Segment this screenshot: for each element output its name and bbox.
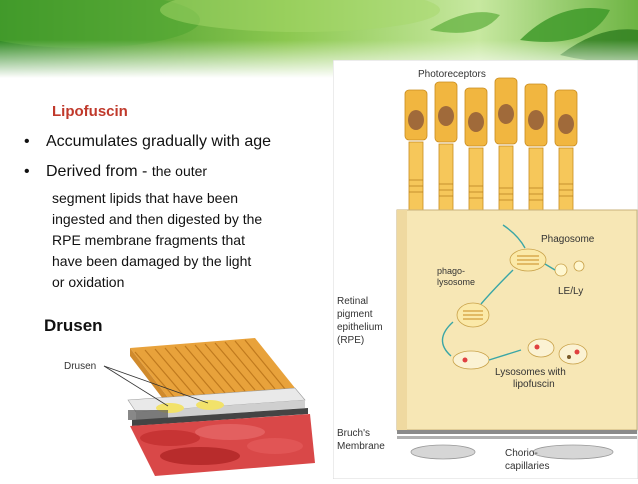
rpe-drusen-layer <box>127 387 308 426</box>
bullet-detail: the outer <box>151 163 208 179</box>
choroid-vessel-layer <box>130 414 315 476</box>
label-epithelium: epithelium <box>337 322 383 333</box>
section-title-drusen: Drusen <box>44 316 103 335</box>
bullet-dot-icon: • <box>24 133 30 150</box>
photoreceptor-cells <box>404 77 578 221</box>
label-lysosome: lysosome <box>437 277 475 287</box>
label-lysosomes-with: Lysosomes with <box>495 367 566 378</box>
drusen-illustration: Drusen <box>60 328 340 478</box>
heading-lipofuscin: Lipofuscin <box>52 103 128 120</box>
label-membrane: Membrane <box>337 441 385 452</box>
label-chorio: Chorio- <box>505 448 538 459</box>
bruchs-membrane <box>397 430 637 439</box>
rpe-cell-body <box>396 209 638 433</box>
process-arrows <box>441 224 556 361</box>
bullet-derived-from: • Derived from - the outer <box>24 163 207 181</box>
continuation-line: ingested and then digested by the <box>52 211 263 227</box>
continuation-line: or oxidation <box>52 274 125 290</box>
label-rpe: (RPE) <box>337 335 364 346</box>
label-retinal: Retinal <box>337 296 368 307</box>
pointer-line <box>103 365 169 407</box>
label-capillaries: capillaries <box>505 461 549 472</box>
bullet-dot-icon: • <box>24 163 30 180</box>
label-phagosome: Phagosome <box>541 234 595 245</box>
label-le-ly: LE/Ly <box>558 286 583 297</box>
choriocapillaries <box>410 444 614 460</box>
photoreceptor-layer <box>130 338 295 408</box>
rpe-cell-diagram: Photoreceptors <box>332 59 638 480</box>
lipofuscin-lysosomes <box>452 338 588 370</box>
pointer-line <box>103 365 209 404</box>
phagosome-vesicle <box>509 248 547 272</box>
label-bruchs: Bruch's <box>337 428 370 439</box>
label-phago: phago- <box>437 266 465 276</box>
continuation-line: segment lipids that have been <box>52 190 239 206</box>
label-photoreceptors: Photoreceptors <box>418 69 486 80</box>
bullet-accumulates: • Accumulates gradually with age <box>24 133 271 151</box>
le-ly-vesicles <box>554 260 585 277</box>
phagolysosome-vesicle <box>456 302 490 328</box>
label-lipofuscin: lipofuscin <box>513 379 555 390</box>
bullet-text: Derived from - <box>46 163 148 180</box>
label-drusen: Drusen <box>64 361 96 372</box>
label-pigment: pigment <box>337 309 373 320</box>
bullet-text: Accumulates gradually with age <box>46 133 272 150</box>
continuation-line: have been damaged by the light <box>52 253 252 269</box>
continuation-line: RPE membrane fragments that <box>52 232 245 248</box>
